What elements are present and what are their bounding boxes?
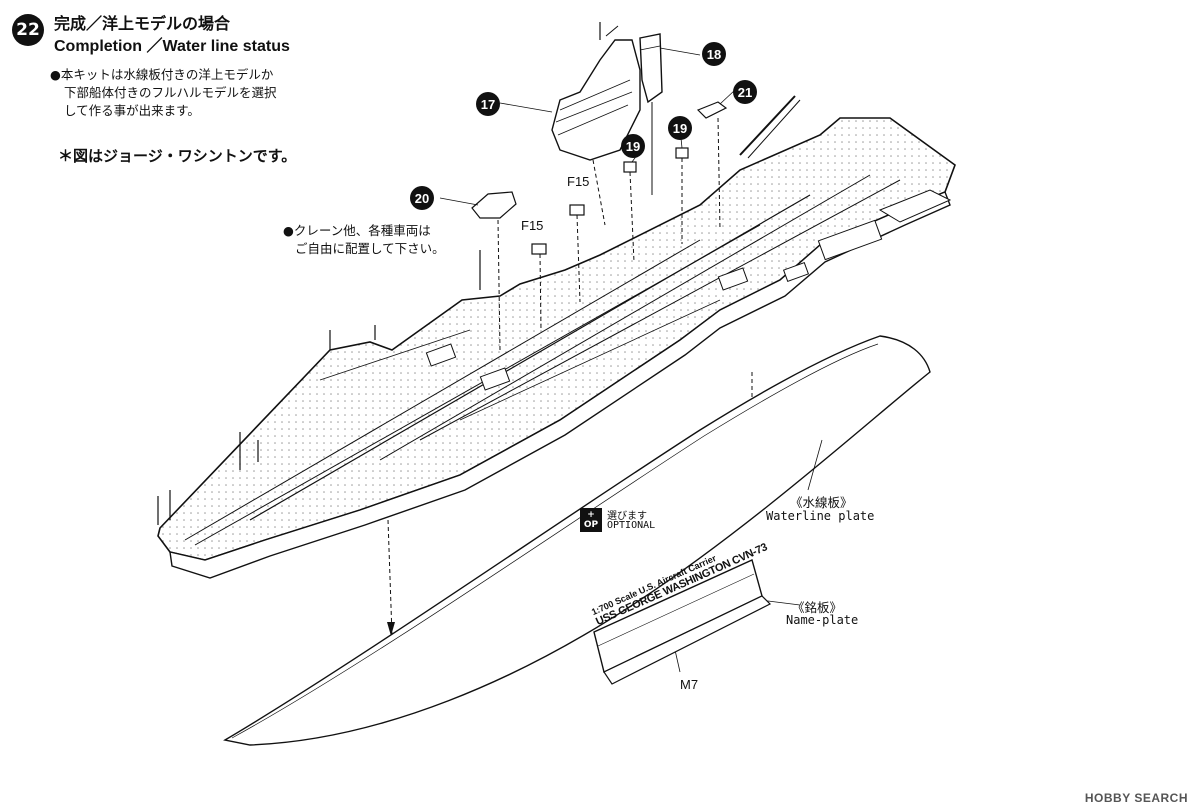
waterline-label-en: Waterline plate xyxy=(766,509,875,523)
island-superstructure xyxy=(551,22,641,161)
callout-21: 21 xyxy=(733,80,757,104)
part-label-f15-upper: F15 xyxy=(567,174,590,189)
callout-17: 17 xyxy=(476,92,500,116)
watermark: HOBBY SEARCH xyxy=(1084,791,1188,805)
part-21 xyxy=(696,101,728,119)
part-f15-lower xyxy=(531,243,547,255)
step-number-badge: 22 xyxy=(12,14,44,46)
nameplate-label-jp: 《銘板》 xyxy=(792,600,843,615)
waterline-plate-drawing xyxy=(223,335,931,746)
part-f15-upper xyxy=(569,204,585,216)
optional-badge: + OP xyxy=(580,508,602,532)
crane-note-line-1: ●クレーン他、各種車両は xyxy=(283,223,431,238)
step-title-english: Completion ／Water line status xyxy=(54,38,290,55)
intro-note-line-1: ●本キットは水線板付きの洋上モデルか xyxy=(50,67,274,82)
callout-19-a: 19 xyxy=(621,134,645,158)
part-label-m7: M7 xyxy=(680,677,699,692)
intro-note-line-3: して作る事が出来ます。 xyxy=(64,103,200,118)
callout-20: 20 xyxy=(410,186,434,210)
part-label-f15-lower: F15 xyxy=(521,218,544,233)
name-plate-drawing xyxy=(593,559,772,685)
part-20-crane xyxy=(471,191,517,219)
optional-label-en: OPTIONAL xyxy=(607,520,656,531)
step-title-japanese: 完成／洋上モデルの場合 xyxy=(54,14,231,33)
part-19b xyxy=(675,147,689,159)
nameplate-label-en: Name-plate xyxy=(786,613,859,627)
figure-note: ＊図はジョージ・ワシントンです。 xyxy=(58,147,297,165)
placement-guides xyxy=(387,102,753,636)
optional-badge-icon: + xyxy=(587,510,595,520)
waterline-label-jp: 《水線板》 xyxy=(790,495,853,510)
optional-label-jp: 選びます xyxy=(607,511,647,522)
callout-18: 18 xyxy=(702,42,726,66)
optional-badge-label: OP xyxy=(583,520,599,530)
crane-note-line-2: ご自由に配置して下さい。 xyxy=(295,241,445,256)
callout-19-b: 19 xyxy=(668,116,692,140)
flight-deck xyxy=(157,95,956,579)
mast-part xyxy=(639,33,663,195)
part-19a xyxy=(623,161,637,173)
intro-note-line-2: 下部船体付きのフルハルモデルを選択 xyxy=(64,85,277,100)
